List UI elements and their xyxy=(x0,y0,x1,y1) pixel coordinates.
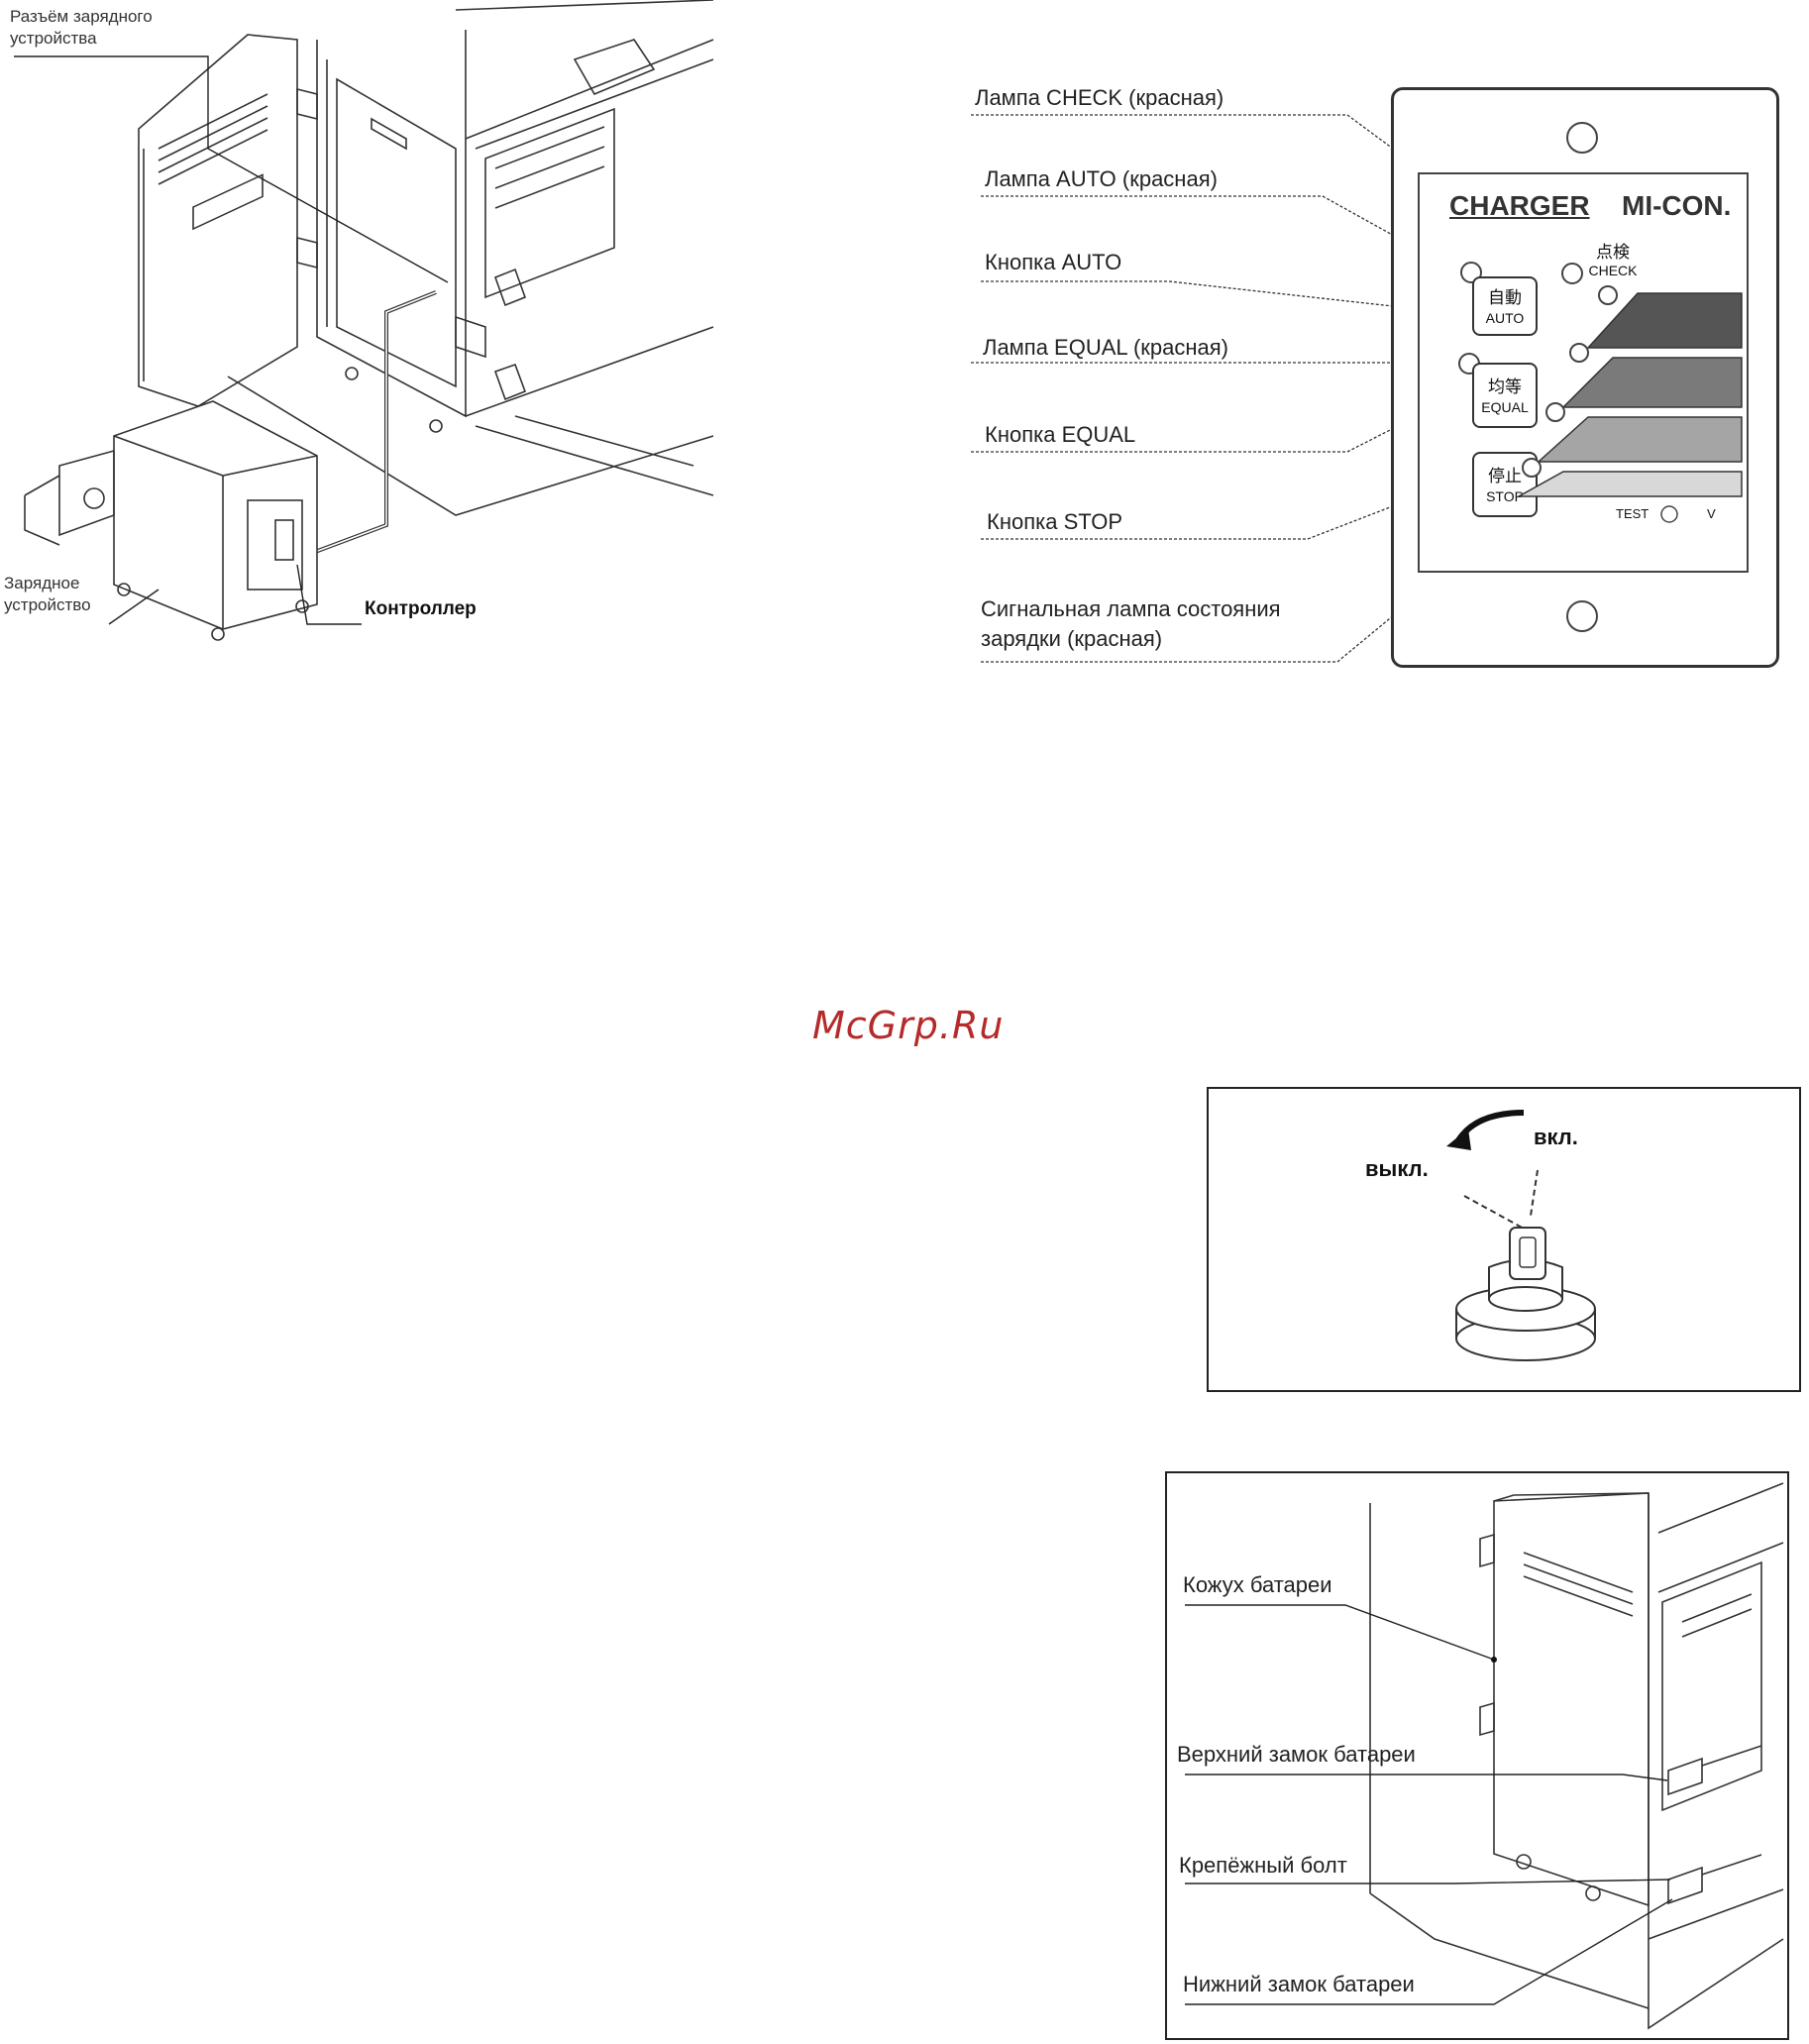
watermark: McGrp.Ru xyxy=(812,1004,1005,1047)
check-en: CHECK xyxy=(1588,263,1638,278)
charge-bar-3 xyxy=(1561,357,1743,408)
label-fixing-bolt: Крепёжный болт xyxy=(1179,1853,1347,1878)
label-status-lamp-2: зарядки (красная) xyxy=(981,626,1163,651)
charger-label: Зарядное устройство xyxy=(4,574,91,614)
mount-hole-bottom xyxy=(1566,600,1598,632)
check-lamp-label: 点検 CHECK xyxy=(1578,244,1648,279)
label-upper-lock: Верхний замок батареи xyxy=(1177,1742,1416,1767)
control-panel-figure: Лампа CHECK (красная) Лампа AUTO (красна… xyxy=(971,69,1783,684)
panel-face: CHARGER MI-CON. 点検 CHECK 自動 AUTO 均等 EQUA… xyxy=(1418,172,1749,573)
equal-button[interactable]: 均等 EQUAL xyxy=(1472,363,1538,428)
label-equal-lamp: Лампа EQUAL (красная) xyxy=(983,335,1228,360)
charge-lamp-3 xyxy=(1569,343,1589,363)
charge-lamp-4 xyxy=(1598,285,1618,305)
label-battery-cover: Кожух батареи xyxy=(1183,1572,1332,1597)
controller-label: Контроллер xyxy=(365,598,477,619)
charge-bar-1 xyxy=(1516,471,1743,497)
auto-button-en: AUTO xyxy=(1485,310,1525,326)
voltage-label: V xyxy=(1707,506,1716,521)
charger-panel: CHARGER MI-CON. 点検 CHECK 自動 AUTO 均等 EQUA… xyxy=(1391,87,1779,668)
battery-cover-figure: Кожух батареи Верхний замок батареи Креп… xyxy=(1165,1471,1789,2040)
charger-connection-drawing xyxy=(14,0,714,641)
switch-off-label: выкл. xyxy=(1365,1156,1429,1181)
key-switch-figure: выкл. вкл. xyxy=(1207,1087,1801,1392)
label-auto-button: Кнопка AUTO xyxy=(985,250,1122,274)
charge-bar-2 xyxy=(1537,416,1743,463)
panel-title: CHARGER MI-CON. xyxy=(1449,190,1747,221)
charger-connector-label: Разъём зарядного устройства xyxy=(10,7,153,48)
charge-bar-4 xyxy=(1586,292,1743,349)
leader-lines xyxy=(971,114,1561,663)
charge-level-indicator xyxy=(1516,285,1743,523)
auto-button[interactable]: 自動 AUTO xyxy=(1472,276,1538,336)
label-auto-lamp: Лампа AUTO (красная) xyxy=(985,166,1218,191)
key-switch-drawing xyxy=(1446,1110,1596,1361)
panel-title-charger: CHARGER xyxy=(1449,190,1590,221)
auto-button-jp: 自動 xyxy=(1488,288,1522,308)
switch-on-label: вкл. xyxy=(1534,1125,1578,1149)
mount-hole-top xyxy=(1566,122,1598,154)
label-lower-lock: Нижний замок батареи xyxy=(1183,1972,1415,1996)
charge-lamp-2 xyxy=(1545,402,1565,422)
label-check-lamp: Лампа CHECK (красная) xyxy=(975,85,1224,110)
label-status-lamp-1: Сигнальная лампа состояния xyxy=(981,596,1281,621)
label-equal-button: Кнопка EQUAL xyxy=(985,422,1136,447)
test-label: TEST xyxy=(1616,506,1649,521)
stop-button-en: STOP xyxy=(1486,488,1524,504)
charger-connection-figure: Разъём зарядного устройства Зарядное уст… xyxy=(0,0,723,654)
check-lamp xyxy=(1561,263,1583,284)
charge-lamp-1 xyxy=(1522,458,1542,478)
panel-title-micon: MI-CON. xyxy=(1622,190,1732,221)
check-jp: 点検 xyxy=(1596,243,1630,263)
stop-button-jp: 停止 xyxy=(1488,467,1522,486)
test-point xyxy=(1660,505,1678,523)
label-stop-button: Кнопка STOP xyxy=(987,509,1123,534)
equal-button-en: EQUAL xyxy=(1481,399,1529,415)
battery-cover-drawing xyxy=(1185,1482,1784,2030)
equal-button-jp: 均等 xyxy=(1488,377,1522,397)
